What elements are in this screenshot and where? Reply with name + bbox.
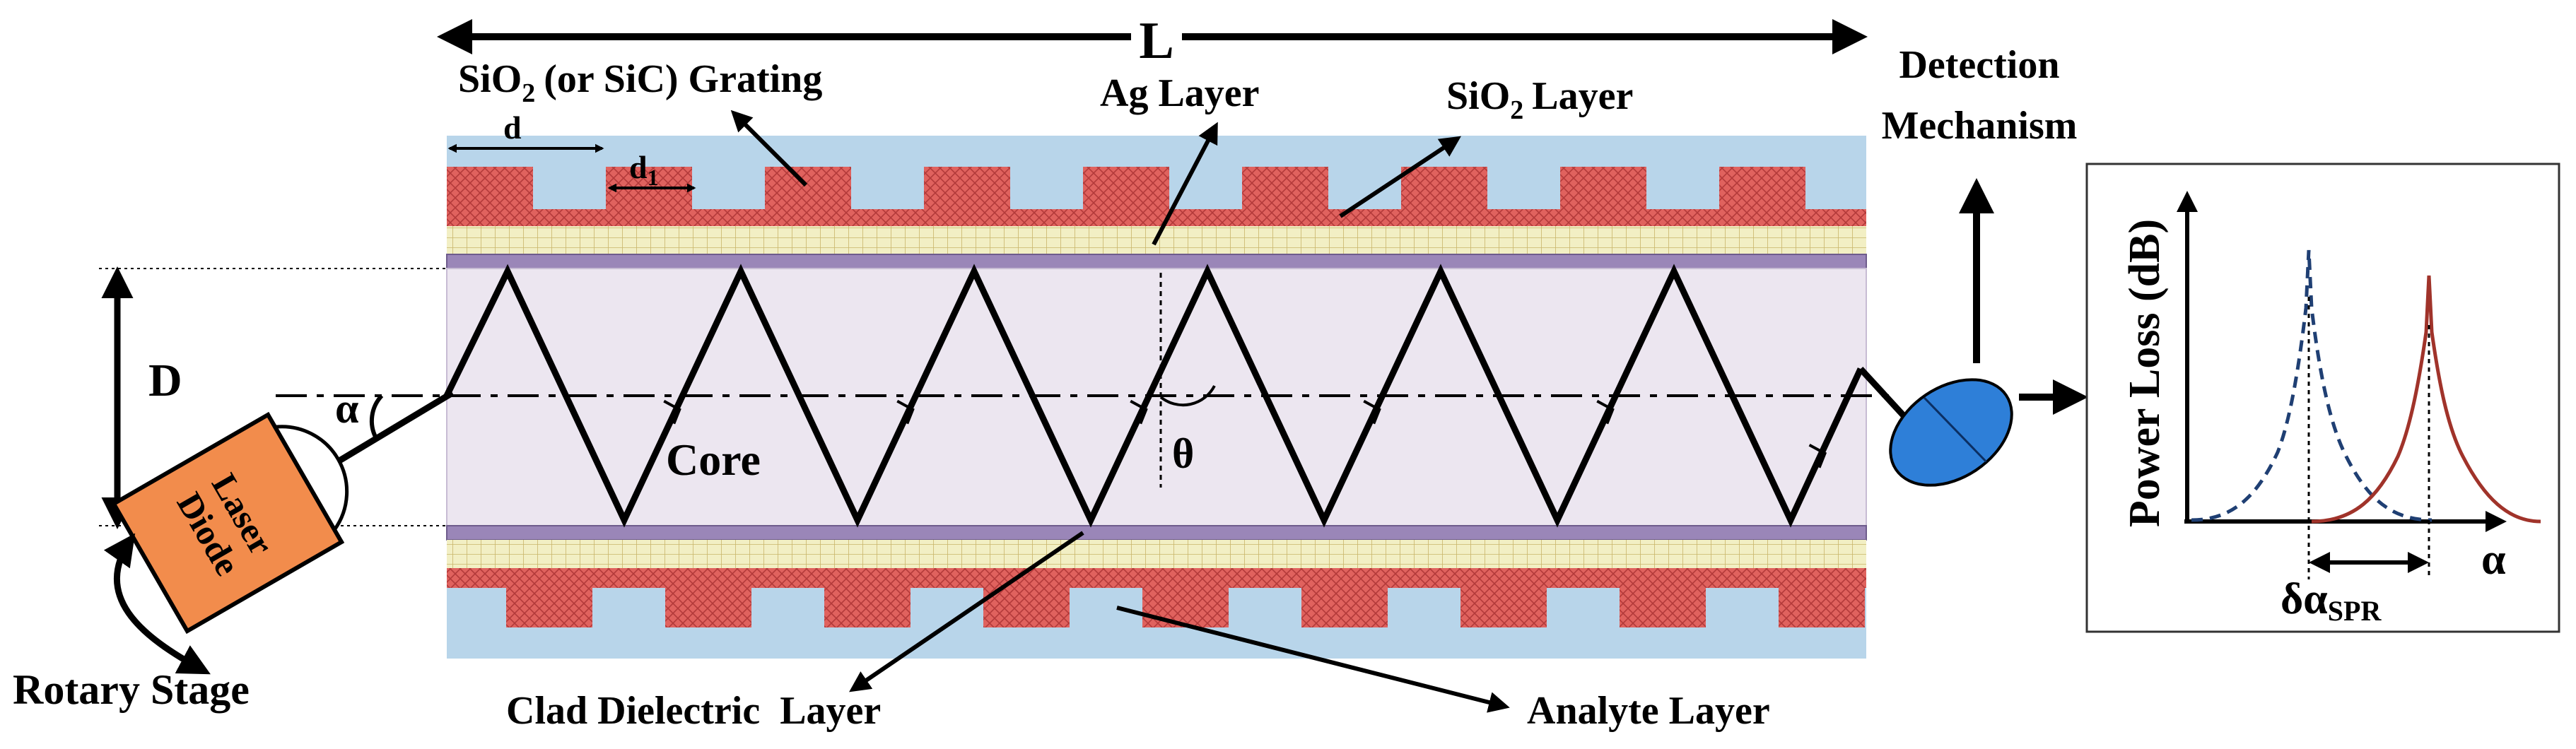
grating-tooth-bottom (665, 588, 751, 627)
length-label-bg (1131, 10, 1182, 64)
grating-tooth-bottom (506, 588, 592, 627)
sio2-layer-top (447, 209, 1866, 226)
grating-period-label: d (503, 110, 522, 146)
grating-tooth-bottom (1142, 588, 1229, 627)
grating-top (447, 167, 1805, 209)
grating-label: SiO2(or SiC) Grating (458, 57, 822, 108)
length-label: L (1139, 12, 1173, 70)
clad-dielectric-label: Clad Dielectric Layer (506, 689, 881, 733)
spr-shift-label: δαSPR (2281, 575, 2382, 627)
ray-arrowhead (1130, 399, 1148, 425)
alpha-label: α (335, 385, 359, 432)
grating-tooth-top (924, 167, 1010, 209)
grating-width-label: d1 (629, 149, 659, 190)
grating-tooth-top (447, 167, 533, 209)
grating-tooth-top (1083, 167, 1169, 209)
ray-arrowhead (1363, 399, 1381, 425)
theta-arc (1159, 385, 1216, 407)
grating-tooth-top (1719, 167, 1805, 209)
core-label: Core (666, 435, 761, 485)
grating-tooth-top (765, 167, 851, 209)
ray-arrowhead (1808, 443, 1827, 468)
ray-arrowhead (663, 399, 681, 425)
grating-tooth-bottom (1460, 588, 1547, 627)
grating-tooth-bottom (1620, 588, 1706, 627)
light-ray-path (443, 264, 1864, 528)
graph-ylabel: Power Loss (dB) (2121, 219, 2169, 527)
theta-label: θ (1172, 430, 1194, 477)
ag-layer-pointer (1152, 122, 1218, 246)
spr-curve-initial (2191, 249, 2432, 522)
clad-layer-top (446, 254, 1867, 269)
grating-tooth-bottom (824, 588, 911, 627)
ag-layer-label: Ag Layer (1100, 71, 1260, 115)
rotary-stage-label: Rotary Stage (13, 666, 250, 713)
grating-tooth-top (1401, 167, 1487, 209)
grating-bottom (506, 588, 1865, 627)
clad-layer-bottom (446, 525, 1867, 541)
spr-curve-shifted (2311, 275, 2541, 524)
grating-tooth-bottom (983, 588, 1070, 627)
alpha-arc (369, 394, 384, 440)
sio2-layer-bottom (447, 568, 1866, 588)
ray-arrowhead (1596, 399, 1615, 425)
grating-tooth-top (1242, 167, 1328, 209)
ray-arrowhead (896, 399, 915, 425)
grating-pointer (730, 110, 808, 187)
grating-tooth-bottom (1301, 588, 1388, 627)
ray-direction-arrows (663, 399, 1827, 468)
detection-label-1: Detection (1899, 43, 2059, 87)
analyte-layer-pointer (1116, 606, 1510, 713)
exit-ray (1858, 366, 1911, 424)
sio2-layer-pointer (1339, 136, 1462, 218)
detection-label-2: Mechanism (1882, 104, 2078, 148)
analyte-layer-label: Analyte Layer (1527, 689, 1770, 733)
photodetector[interactable] (1870, 358, 2031, 507)
graph-xlabel: α (2481, 536, 2506, 584)
grating-tooth-top (1560, 167, 1646, 209)
grating-tooth-bottom (1779, 588, 1865, 627)
diameter-label: D (148, 355, 182, 406)
ag-layer-bottom (447, 540, 1866, 568)
clad-layer-pointer (849, 531, 1084, 692)
rotary-stage-arrow (103, 533, 211, 675)
